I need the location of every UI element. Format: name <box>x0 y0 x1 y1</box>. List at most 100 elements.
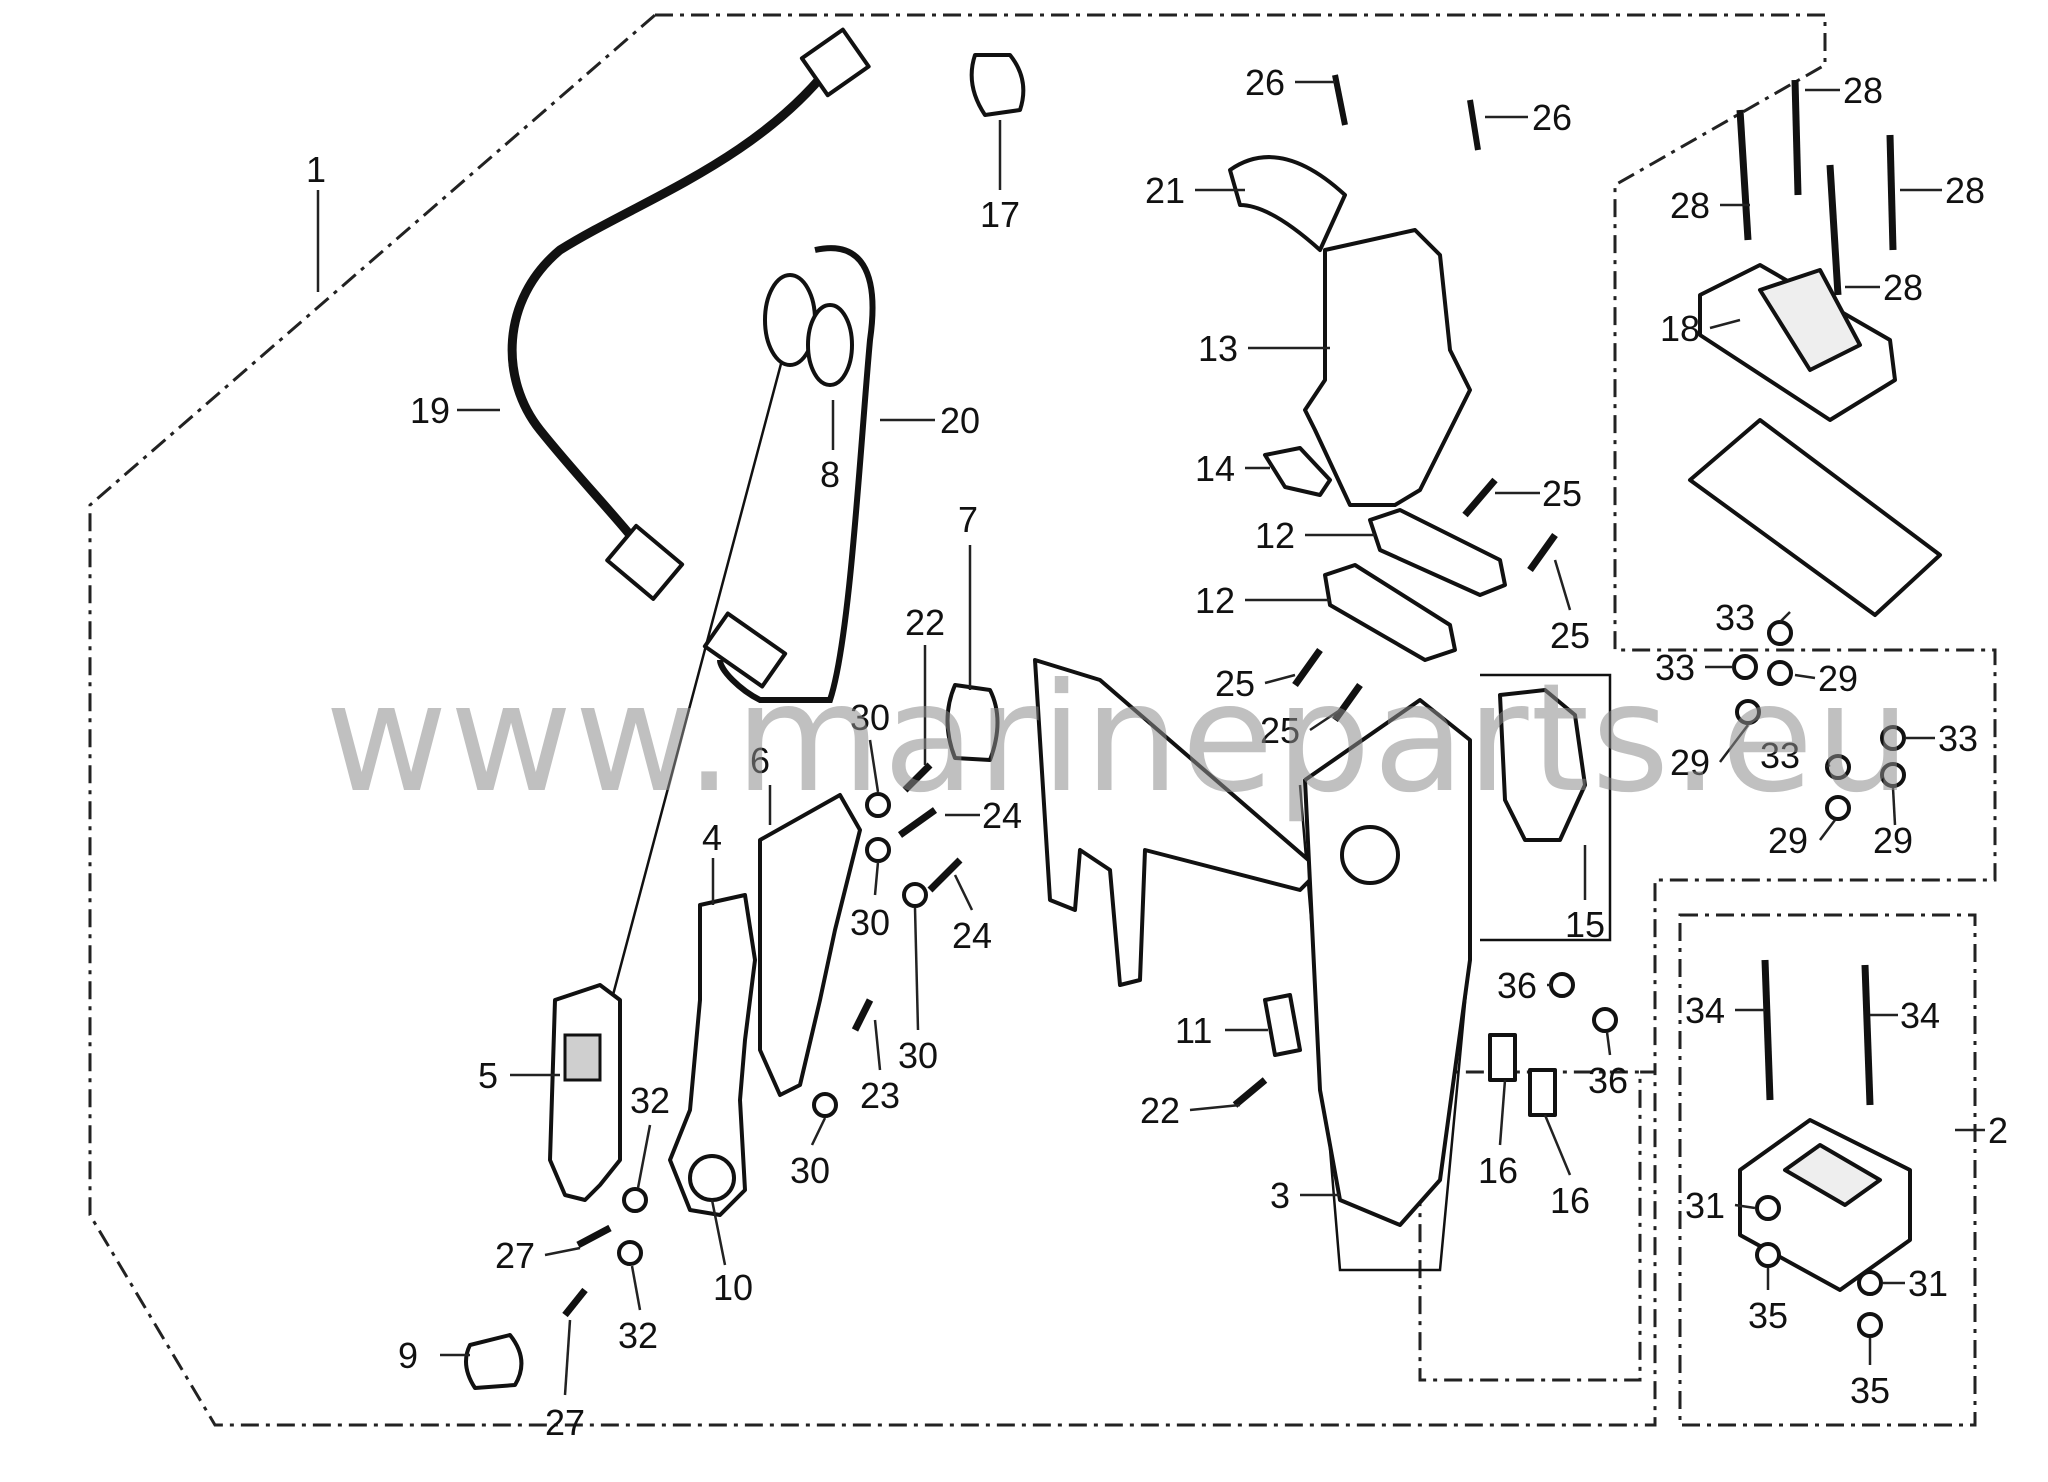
callout-6: 6 <box>750 740 770 781</box>
callout-24a: 24 <box>982 795 1022 836</box>
part-16-clip-b <box>1528 1068 1557 1117</box>
callout-27a: 27 <box>495 1235 535 1276</box>
part-25-screw-b <box>1527 532 1558 573</box>
callout-20: 20 <box>940 400 980 441</box>
leader-27a <box>544 1246 581 1257</box>
leader-30c <box>913 907 920 1031</box>
leader-30b <box>873 861 880 896</box>
callout-21: 21 <box>1145 170 1185 211</box>
leader-33a <box>1779 611 1791 623</box>
part-24-screw-a <box>897 807 938 838</box>
part-6-lever <box>758 793 862 1097</box>
leader-30d <box>810 1117 827 1146</box>
part-28-bolt-d <box>1886 134 1897 251</box>
callout-19: 19 <box>410 390 450 431</box>
callout-8: 8 <box>820 454 840 495</box>
leader-lines <box>316 80 1985 1396</box>
callout-1: 1 <box>306 149 326 190</box>
plate-flat <box>1688 418 1942 617</box>
callout-18: 18 <box>1660 308 1700 349</box>
leader-36b <box>1605 1031 1612 1056</box>
part-32-nut-b <box>617 1240 643 1266</box>
callout-33c: 33 <box>1760 735 1800 776</box>
leader-16a <box>1498 1079 1507 1146</box>
part-7-bushing <box>945 683 1000 762</box>
part-35-nut-a <box>1755 1242 1781 1268</box>
part-31-nut-b <box>1857 1270 1883 1296</box>
callout-25d: 25 <box>1260 710 1300 751</box>
part-18-gasket-window <box>1758 268 1862 372</box>
part-33-nut-b <box>1732 654 1758 680</box>
callout-3: 3 <box>1270 1175 1290 1216</box>
callout-29a: 29 <box>1818 658 1858 699</box>
callout-12a: 12 <box>1255 515 1295 556</box>
callout-34a: 34 <box>1685 990 1725 1031</box>
callout-27b: 27 <box>545 1402 585 1443</box>
callout-32b: 32 <box>618 1315 658 1356</box>
part-30-nut-b <box>865 837 891 863</box>
callout-10: 10 <box>713 1267 753 1308</box>
part-16-clip-a <box>1488 1033 1517 1082</box>
leader-31a <box>1734 1203 1756 1210</box>
callout-29c: 29 <box>1768 820 1808 861</box>
part-4-arm <box>668 893 757 1217</box>
plate-gasket <box>1033 658 1322 987</box>
part-27-screw-b <box>562 1287 588 1318</box>
callout-25a: 25 <box>1542 473 1582 514</box>
part-23-screw <box>851 998 874 1032</box>
part-30-nut-c <box>902 882 928 908</box>
leader-10 <box>710 1199 727 1266</box>
part-19-connector-top <box>799 27 871 98</box>
part-21-cover <box>1228 155 1347 252</box>
callout-36a: 36 <box>1497 965 1537 1006</box>
leader-29a <box>1794 673 1816 680</box>
leader-29d <box>1891 787 1897 826</box>
callout-36b: 36 <box>1588 1060 1628 1101</box>
leader-32b <box>630 1265 642 1311</box>
part-19-harness <box>507 57 839 563</box>
part-11-clip <box>1263 993 1302 1057</box>
part-17-grommet <box>969 53 1026 117</box>
callout-30c: 30 <box>898 1035 938 1076</box>
part-25-screw-c <box>1292 647 1323 688</box>
part-5-window <box>563 1033 602 1082</box>
callout-14: 14 <box>1195 448 1235 489</box>
part-5-block <box>548 983 622 1202</box>
callout-23: 23 <box>860 1075 900 1116</box>
part-13-housing <box>1303 228 1472 507</box>
part-36-nut-a <box>1549 972 1575 998</box>
callout-31b: 31 <box>1908 1263 1948 1304</box>
leader-16b <box>1543 1114 1572 1176</box>
callout-13: 13 <box>1198 328 1238 369</box>
leader-29c <box>1819 819 1836 841</box>
callout-17: 17 <box>980 194 1020 235</box>
part-26-screw-b <box>1467 99 1481 151</box>
callout-15: 15 <box>1565 904 1605 945</box>
part-34-bolt-b <box>1861 964 1874 1106</box>
part-33-nut-a <box>1767 620 1793 646</box>
callout-2: 2 <box>1988 1110 2008 1151</box>
part-36-nut-b <box>1592 1007 1618 1033</box>
callout-34b: 34 <box>1900 995 1940 1036</box>
leader-24b <box>953 874 974 911</box>
part-22-screw-b <box>1232 1077 1268 1108</box>
leader-25c <box>1264 673 1296 685</box>
part-28-bolt-a <box>1736 109 1752 241</box>
callout-28a: 28 <box>1843 70 1883 111</box>
callout-31a: 31 <box>1685 1185 1725 1226</box>
fasteners <box>562 74 1906 1338</box>
callout-22b: 22 <box>1140 1090 1180 1131</box>
part-26-screw-a <box>1332 74 1348 126</box>
part-8-switch <box>806 303 854 387</box>
part-12-bracket-lower <box>1323 563 1457 662</box>
part-25-screw-a <box>1462 477 1498 518</box>
callout-26a: 26 <box>1245 62 1285 103</box>
callout-35b: 35 <box>1850 1370 1890 1411</box>
part-32-nut-a <box>622 1187 648 1213</box>
callout-7: 7 <box>958 499 978 540</box>
leader-22b <box>1189 1103 1241 1112</box>
part-3-main-body <box>1303 698 1472 1227</box>
leader-18 <box>1709 318 1741 330</box>
part-28-bolt-b <box>1791 79 1802 196</box>
